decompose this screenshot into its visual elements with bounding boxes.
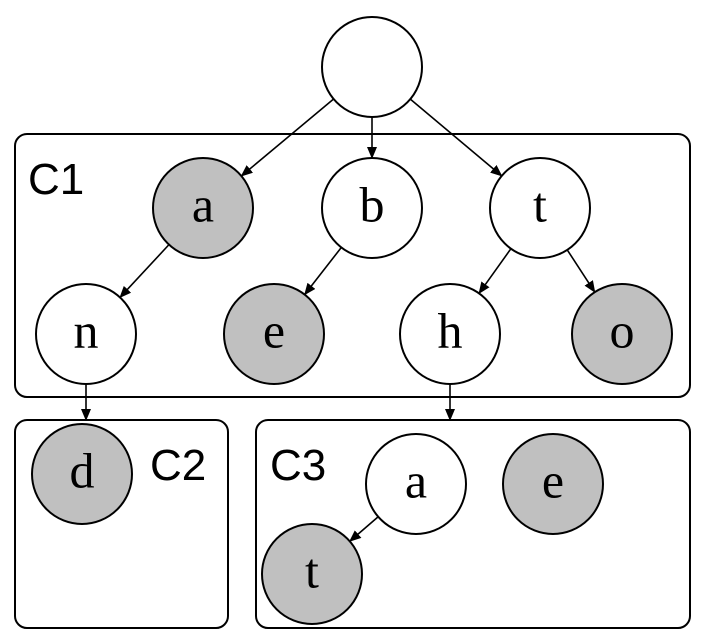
node-label-a1: a — [192, 176, 214, 232]
cluster-box-c1 — [14, 133, 691, 398]
node-label-d2: d — [70, 442, 95, 498]
node-h1: h — [399, 283, 501, 385]
node-circle-o1 — [571, 283, 673, 385]
node-label-o1: o — [610, 302, 635, 358]
cluster-box-c2 — [14, 419, 229, 629]
edge-a3-to-t3 — [349, 516, 379, 542]
node-label-n1: n — [74, 302, 99, 358]
node-circle-t1 — [489, 157, 591, 259]
node-circle-a3 — [365, 433, 467, 535]
cluster-c3: C3 — [255, 419, 691, 629]
node-layer: a b t n e h o d a e t — [31, 16, 673, 625]
node-label-t1: t — [533, 176, 547, 232]
node-circle-h1 — [399, 283, 501, 385]
edge-root-to-t1 — [409, 98, 503, 177]
node-b1: b — [321, 157, 423, 259]
node-t1: t — [489, 157, 591, 259]
node-label-t3: t — [305, 542, 319, 598]
node-circle-root — [321, 16, 423, 118]
node-a1: a — [152, 157, 254, 259]
edge-b1-to-e1 — [304, 246, 342, 296]
node-e3: e — [502, 433, 604, 535]
node-d2: d — [31, 423, 133, 525]
node-n1: n — [35, 283, 137, 385]
edge-a1-to-n1 — [119, 244, 170, 299]
edge-root-to-a1 — [240, 98, 335, 177]
cluster-label-c1: C1 — [28, 155, 84, 204]
cluster-c2: C2 — [14, 419, 229, 629]
node-root — [321, 16, 423, 118]
edge-layer — [81, 98, 596, 542]
cluster-label-c3: C3 — [270, 441, 326, 490]
cluster-box-c3 — [255, 419, 691, 629]
node-circle-n1 — [35, 283, 137, 385]
node-circle-d2 — [31, 423, 133, 525]
node-label-b1: b — [360, 176, 385, 232]
node-circle-e3 — [502, 433, 604, 535]
edge-t1-to-h1 — [478, 248, 512, 295]
node-label-a3: a — [405, 452, 427, 508]
node-o1: o — [571, 283, 673, 385]
node-circle-t3 — [261, 523, 363, 625]
node-circle-a1 — [152, 157, 254, 259]
cluster-c1: C1 — [14, 133, 691, 398]
node-a3: a — [365, 433, 467, 535]
cluster-label-c2: C2 — [150, 441, 206, 490]
node-label-h1: h — [438, 302, 463, 358]
node-label-e1: e — [263, 302, 285, 358]
node-t3: t — [261, 523, 363, 625]
node-label-e3: e — [542, 452, 564, 508]
node-circle-e1 — [223, 283, 325, 385]
edge-t1-to-o1 — [566, 249, 596, 293]
node-e1: e — [223, 283, 325, 385]
node-circle-b1 — [321, 157, 423, 259]
